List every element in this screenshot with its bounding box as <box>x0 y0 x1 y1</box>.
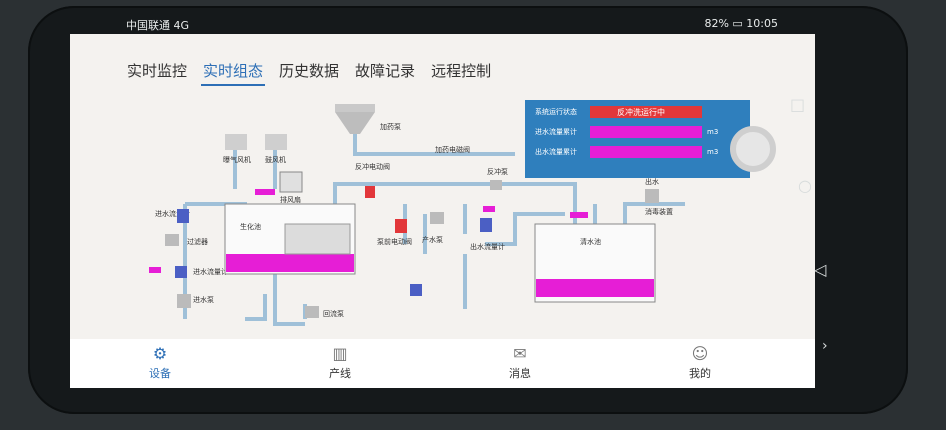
in-flow-unit: m3 <box>707 128 718 136</box>
nav-profile-label: 我的 <box>689 367 711 380</box>
in-flow-value <box>590 126 702 138</box>
return-pump-label: 回流泵 <box>323 309 344 318</box>
home-icon[interactable]: ○ <box>798 176 812 195</box>
bottom-nav: ⚙ 设备 ▥ 产线 ✉ 消息 ☺ 我的 <box>70 339 815 388</box>
clean-water-tank: 清水池 <box>534 212 656 303</box>
in-flow-label: 进水流量累计 <box>535 127 577 136</box>
dosing-valve-label: 加药电磁阀 <box>435 145 470 154</box>
nav-device[interactable]: ⚙ 设备 <box>130 343 190 381</box>
out-flow-label: 出水流量累计 <box>535 147 577 156</box>
clock-text: 10:05 <box>746 17 778 30</box>
tab-fault-log[interactable]: 故障记录 <box>355 62 416 80</box>
tab-realtime-scada[interactable]: 实时组态 <box>201 58 266 86</box>
outlet-label: 出水 <box>645 177 659 186</box>
out-flow-value <box>590 146 702 158</box>
tab-history[interactable]: 历史数据 <box>279 62 340 80</box>
backwash-valve-label: 反冲电动阀 <box>355 162 390 171</box>
status-label: 系统运行状态 <box>535 107 577 116</box>
outlet-equipment: 出水 消毒装置 <box>645 177 673 216</box>
chevron-right-icon[interactable]: › <box>822 338 828 354</box>
out-flow-unit: m3 <box>707 148 718 156</box>
app-screen: 实时监控 实时组态 历史数据 故障记录 远程控制 加药泵 <box>70 34 815 388</box>
user-icon: ☺ <box>691 344 709 363</box>
message-icon: ✉ <box>513 344 527 363</box>
clean-tank-label: 清水池 <box>580 237 601 246</box>
info-panel: 系统运行状态 反冲洗运行中 进水流量累计 m3 出水流量累计 m3 <box>525 100 750 178</box>
tab-bar: 实时监控 实时组态 历史数据 故障记录 远程控制 <box>125 58 493 88</box>
back-icon[interactable]: ◁ <box>814 260 827 279</box>
tank-top-label: 加药泵 <box>380 122 401 131</box>
bio-tank: 生化池 <box>224 189 356 275</box>
mid-equipment: 反冲电动阀 泵前电动阀 产水泵 出水流量计 反冲泵 回流泵 <box>305 162 508 318</box>
status-bar: 中国联通 4G 82% ▭ 10:05 <box>126 17 778 32</box>
nav-production-label: 产线 <box>329 367 351 380</box>
pump-valve-label: 泵前电动阀 <box>377 237 412 246</box>
exhaust-fan-label: 排风扇 <box>280 195 301 204</box>
signal-icon: 4G <box>173 19 190 32</box>
product-pump-label: 产水泵 <box>422 235 443 244</box>
blower1-label: 曝气风机 <box>223 155 251 164</box>
tab-realtime-monitor[interactable]: 实时监控 <box>127 62 188 80</box>
square-icon[interactable]: □ <box>790 95 806 114</box>
inlet-pump-label: 进水泵 <box>193 295 214 304</box>
gear-icon: ⚙ <box>152 344 168 363</box>
status-value: 反冲洗运行中 <box>617 107 665 117</box>
nav-profile[interactable]: ☺ 我的 <box>670 343 730 381</box>
process-diagram: 加药泵 加药电磁阀 系统运行状态 反冲洗运行中 进水流量累计 m3 出水流量累计… <box>149 100 750 326</box>
tank-a-label: 生化池 <box>240 222 261 231</box>
carrier-text: 中国联通 <box>126 19 170 32</box>
exhaust-fan <box>279 171 303 193</box>
out-flow-label-diagram: 出水流量计 <box>470 242 505 251</box>
backwash-pump-label: 反冲泵 <box>487 167 508 176</box>
left-equipment: 进水流量计 过滤器 进水流量计 进水泵 <box>149 209 228 308</box>
chart-icon: ▥ <box>332 344 348 363</box>
nav-message-label: 消息 <box>509 367 531 380</box>
disinfect-label: 消毒装置 <box>645 207 673 216</box>
nav-message[interactable]: ✉ 消息 <box>490 343 550 381</box>
tank-hopper: 加药泵 加药电磁阀 <box>335 104 470 154</box>
nav-device-label: 设备 <box>149 367 171 380</box>
assistive-touch-button[interactable] <box>730 126 776 172</box>
inlet-flow-label: 进水流量计 <box>155 209 190 218</box>
blower2-label: 鼓风机 <box>265 155 286 164</box>
nav-production[interactable]: ▥ 产线 <box>310 343 370 381</box>
blowers: 曝气风机 鼓风机 排风扇 <box>223 134 303 204</box>
filter-label: 过滤器 <box>187 237 208 246</box>
tab-remote-control[interactable]: 远程控制 <box>431 62 492 80</box>
inlet-flow-total-label: 进水流量计 <box>193 267 228 276</box>
battery-text: 82% <box>704 17 729 30</box>
